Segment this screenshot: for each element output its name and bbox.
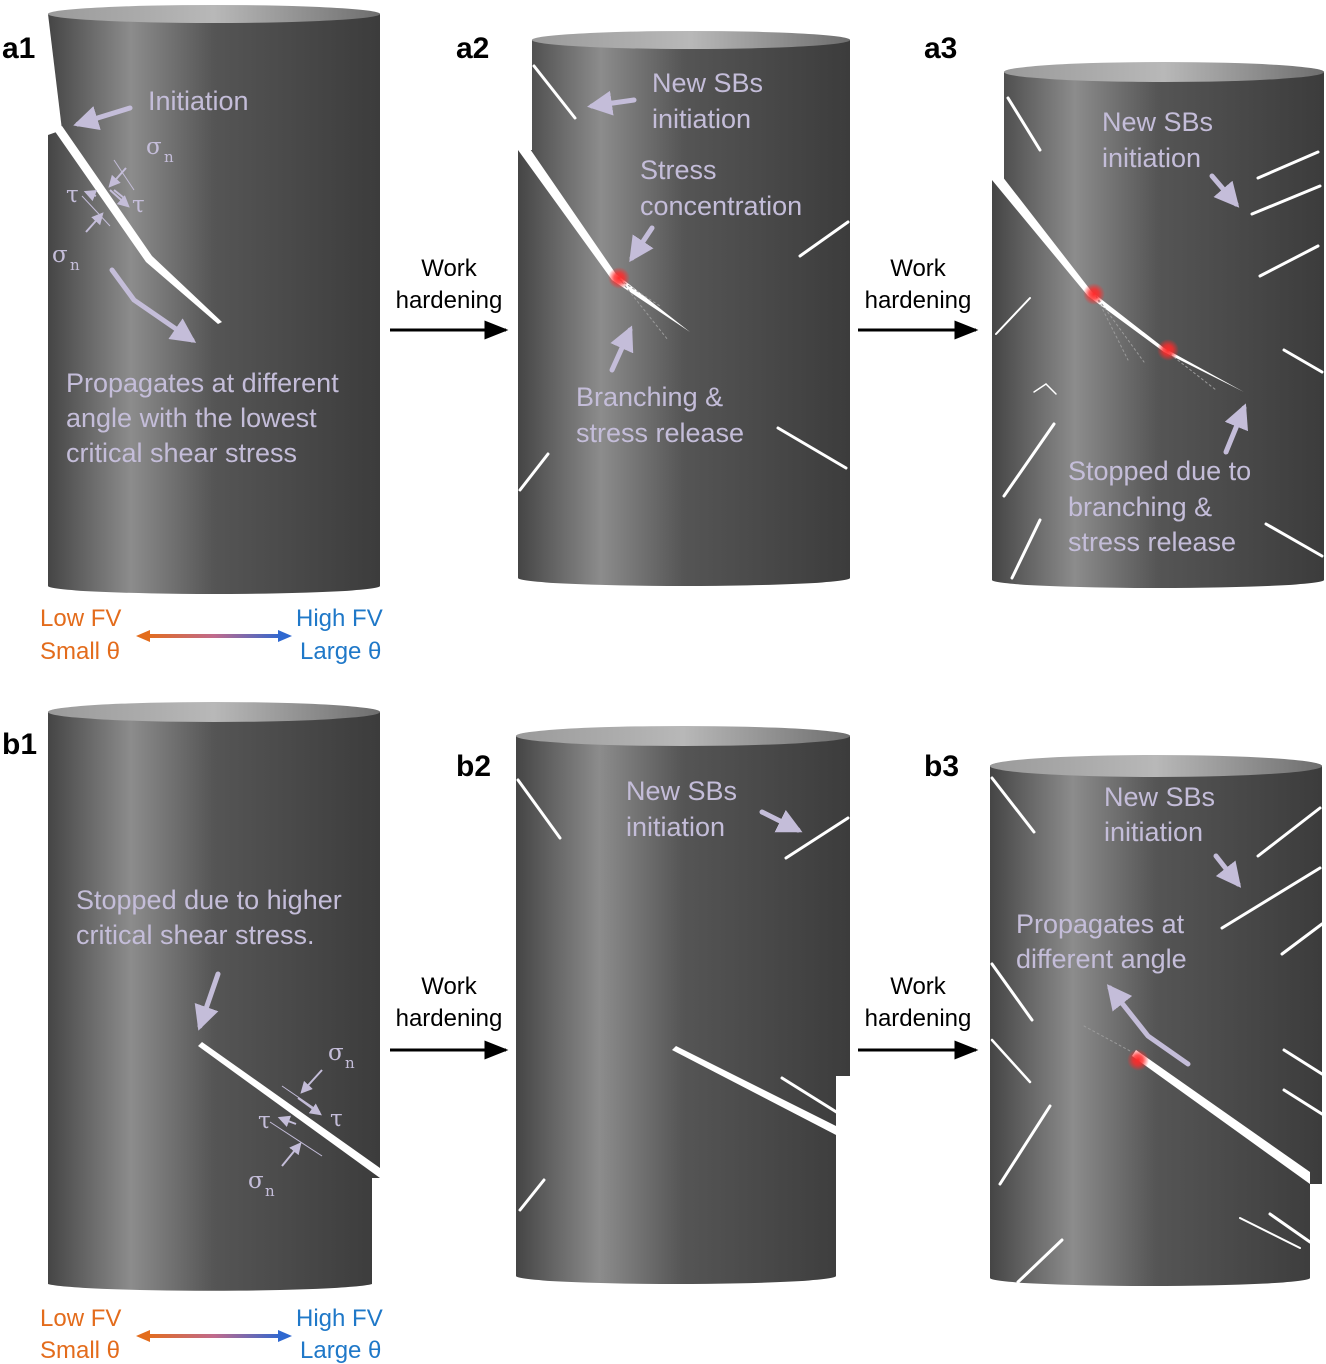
work-label: Work [890,255,947,282]
fv-legend-b: Low FV Small θ High FV Large θ [40,1305,383,1364]
legend-arrow-right [278,630,292,642]
legend-large-theta: Large θ [300,638,381,665]
a3-stopped-line3: stress release [1068,527,1236,557]
legend-low-fv: Low FV [40,605,121,632]
a1-tau-left: τ [66,182,79,208]
cylinder-b1 [48,702,380,1291]
legend-arrow-left [136,1330,150,1342]
a2-stress-line1: Stress [640,155,717,185]
b1-stopped-line1: Stopped due to higher [76,885,342,915]
b1-sigma-bottom: σ [248,1168,264,1194]
b1-sigma-bottom-sub: n [265,1182,275,1200]
cylinder-b2 [516,726,850,1284]
transition-b1-b2: Work hardening [390,973,509,1060]
panel-label-b2: b2 [456,750,491,783]
a1-sigma-top: σ [146,134,162,160]
a1-propagates-line3: critical shear stress [66,438,297,468]
stress-point-a3-1 [1083,283,1105,305]
b2-new-sbs-line1: New SBs [626,776,737,806]
a3-stopped-line1: Stopped due to [1068,456,1251,486]
cylinder-a3 [992,62,1324,588]
stress-point-b3 [1127,1049,1149,1071]
a2-branching-line1: Branching & [576,382,723,412]
panel-label-b3: b3 [924,750,959,783]
annotation-arrows [73,90,1248,1067]
b3-new-sbs-line1: New SBs [1104,782,1215,812]
legend-small-theta: Small θ [40,1337,120,1364]
a2-stress-line2: concentration [640,191,802,221]
a1-sigma-bottom: σ [52,242,68,268]
shear-bands-b2 [516,778,850,1212]
legend-small-theta: Small θ [40,638,120,665]
b1-stopped-line2: critical shear stress. [76,920,315,950]
work-label: Work [421,255,478,282]
a2-new-sbs-line1: New SBs [652,68,763,98]
legend-low-fv: Low FV [40,1305,121,1332]
hardening-label: hardening [396,1005,503,1032]
b3-propagates-line2: different angle [1016,944,1187,974]
hardening-label: hardening [865,287,972,314]
b1-tau-right: τ [330,1106,343,1132]
stress-arrows [81,159,323,1167]
a2-branching-line2: stress release [576,418,744,448]
a2-new-sbs-line2: initiation [652,104,751,134]
stress-point-a2 [608,267,630,289]
shear-band-b1 [198,1042,380,1178]
panel-label-b1: b1 [2,728,37,761]
b1-sigma-top-sub: n [345,1054,355,1072]
a3-stopped-line2: branching & [1068,492,1212,522]
b2-new-sbs-line2: initiation [626,812,725,842]
b3-new-sbs-line2: initiation [1104,817,1203,847]
hardening-label: hardening [396,287,503,314]
shear-bands-a2 [518,64,850,492]
legend-gradient-bar [146,1334,282,1338]
a1-initiation-label: Initiation [148,86,249,116]
shear-band-a1 [54,126,222,324]
b3-propagates-line1: Propagates at [1016,909,1185,939]
a3-new-sbs-line1: New SBs [1102,107,1213,137]
shear-bands-a3 [992,96,1324,580]
a1-tau-right: τ [132,192,145,218]
panel-label-a1: a1 [2,32,35,65]
a1-propagates-line2: angle with the lowest [66,403,317,433]
a1-sigma-top-sub: n [164,148,174,166]
b1-sigma-top: σ [328,1040,344,1066]
panel-label-a2: a2 [456,32,489,65]
a1-sigma-bottom-sub: n [70,256,80,274]
cylinder-a2 [518,31,850,586]
panel-label-a3: a3 [924,32,957,65]
legend-high-fv: High FV [296,605,383,632]
cylinder-a1 [48,5,380,594]
legend-arrow-left [136,630,150,642]
stress-point-a3-2 [1157,339,1179,361]
shear-bands-b3 [990,776,1324,1284]
legend-arrow-right [278,1330,292,1342]
b1-tau-left: τ [258,1108,271,1134]
a3-new-sbs-line2: initiation [1102,143,1201,173]
legend-large-theta: Large θ [300,1337,381,1364]
work-label: Work [421,973,478,1000]
transition-a1-a2: Work hardening [390,255,509,340]
a1-propagates-line1: Propagates at different [66,368,339,398]
work-label: Work [890,973,947,1000]
fv-legend-a: Low FV Small θ High FV Large θ [40,605,383,665]
hardening-label: hardening [865,1005,972,1032]
legend-gradient-bar [146,634,282,638]
cylinder-b3 [990,755,1322,1286]
transition-a2-a3: Work hardening [858,255,979,340]
transition-b2-b3: Work hardening [858,973,979,1060]
legend-high-fv: High FV [296,1305,383,1332]
